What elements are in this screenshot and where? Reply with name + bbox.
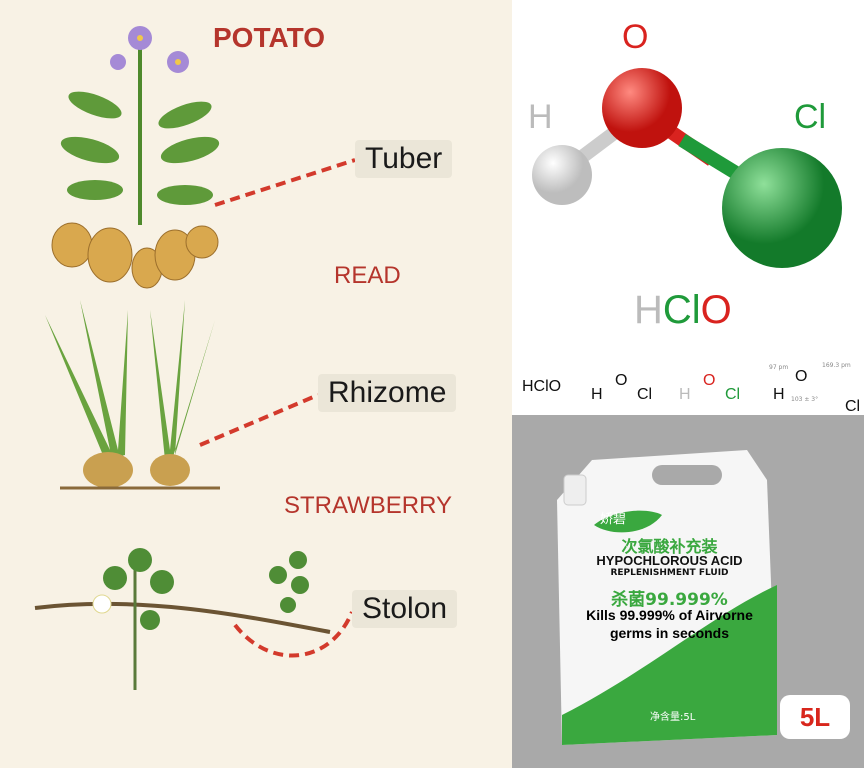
bond-length-oh: 97 pm: [769, 364, 789, 371]
claim-line-2: germs in seconds: [609, 625, 730, 641]
strawberry-plant-illustration: [34, 548, 331, 690]
claim-chinese: 杀菌99.999%: [611, 590, 728, 610]
structure-skeletal: H O Cl: [587, 370, 657, 406]
atom-label-h: H: [528, 98, 553, 136]
bond-length-ocl: 169.3 pm: [822, 362, 851, 369]
product-title: HYPOCHLOROUS ACID: [596, 553, 743, 568]
structure-colored: H O Cl: [675, 370, 745, 406]
net-content: 净含量:5L: [650, 712, 696, 723]
s2-o: O: [615, 372, 628, 389]
formula-o: O: [700, 288, 732, 332]
s3-h: H: [679, 386, 691, 403]
product-subtitle: REPLENISHMENT FLUID: [610, 568, 729, 578]
plant-illustrations: [34, 26, 356, 690]
brand-logo: 娇碧: [600, 512, 627, 527]
formula-hclo: HClO: [634, 288, 732, 333]
s3-cl: Cl: [725, 386, 741, 403]
chlorine-atom: [722, 148, 842, 268]
label-tuber: Tuber: [355, 140, 453, 178]
s4-o: O: [795, 368, 808, 385]
s4-cl: Cl: [845, 398, 861, 415]
atom-label-cl: Cl: [794, 98, 827, 136]
label-rhizome: Rhizome: [318, 374, 457, 412]
claim-line-1: Kills 99.999% of Airvorne: [586, 607, 753, 623]
s2-cl: Cl: [637, 386, 653, 403]
s2-h: H: [591, 386, 603, 403]
pouch-illustration: [557, 450, 777, 745]
s4-h: H: [773, 386, 785, 403]
plant-propagation-panel: POTATO READ STRAWBERRY Tuber Rhizome Sto…: [0, 0, 512, 768]
oxygen-atom: [602, 68, 682, 148]
product-photo-panel: 娇碧 次氯酸补充装 HYPOCHLOROUS ACID REPLENISHMEN…: [512, 415, 864, 768]
formula-cl: Cl: [662, 288, 701, 332]
bond-angle: 103 ± 3°: [791, 396, 819, 403]
structure-formula-text: HClO: [522, 378, 562, 395]
ball-and-stick-model: [532, 68, 842, 268]
potato-plant-illustration: [51, 26, 220, 289]
atom-label-o: O: [622, 18, 649, 56]
chinese-title: 次氯酸补充装: [621, 537, 718, 556]
heading-read: READ: [334, 262, 401, 289]
formula-h: H: [634, 288, 663, 332]
hclo-molecule-panel: O H Cl HClO HClO H O Cl H O Cl H O Cl 97…: [512, 0, 864, 415]
s3-o: O: [703, 372, 716, 389]
structure-geometry: H O Cl 97 pm 169.3 pm 103 ± 3°: [767, 362, 862, 415]
label-stolon: Stolon: [352, 590, 458, 628]
rhizome-plant-illustration: [45, 300, 220, 490]
heading-strawberry: STRAWBERRY: [284, 492, 453, 519]
hydrogen-atom: [532, 145, 592, 205]
leader-lines: [199, 158, 356, 658]
heading-potato: POTATO: [213, 22, 325, 53]
volume-badge: 5L: [780, 695, 850, 739]
